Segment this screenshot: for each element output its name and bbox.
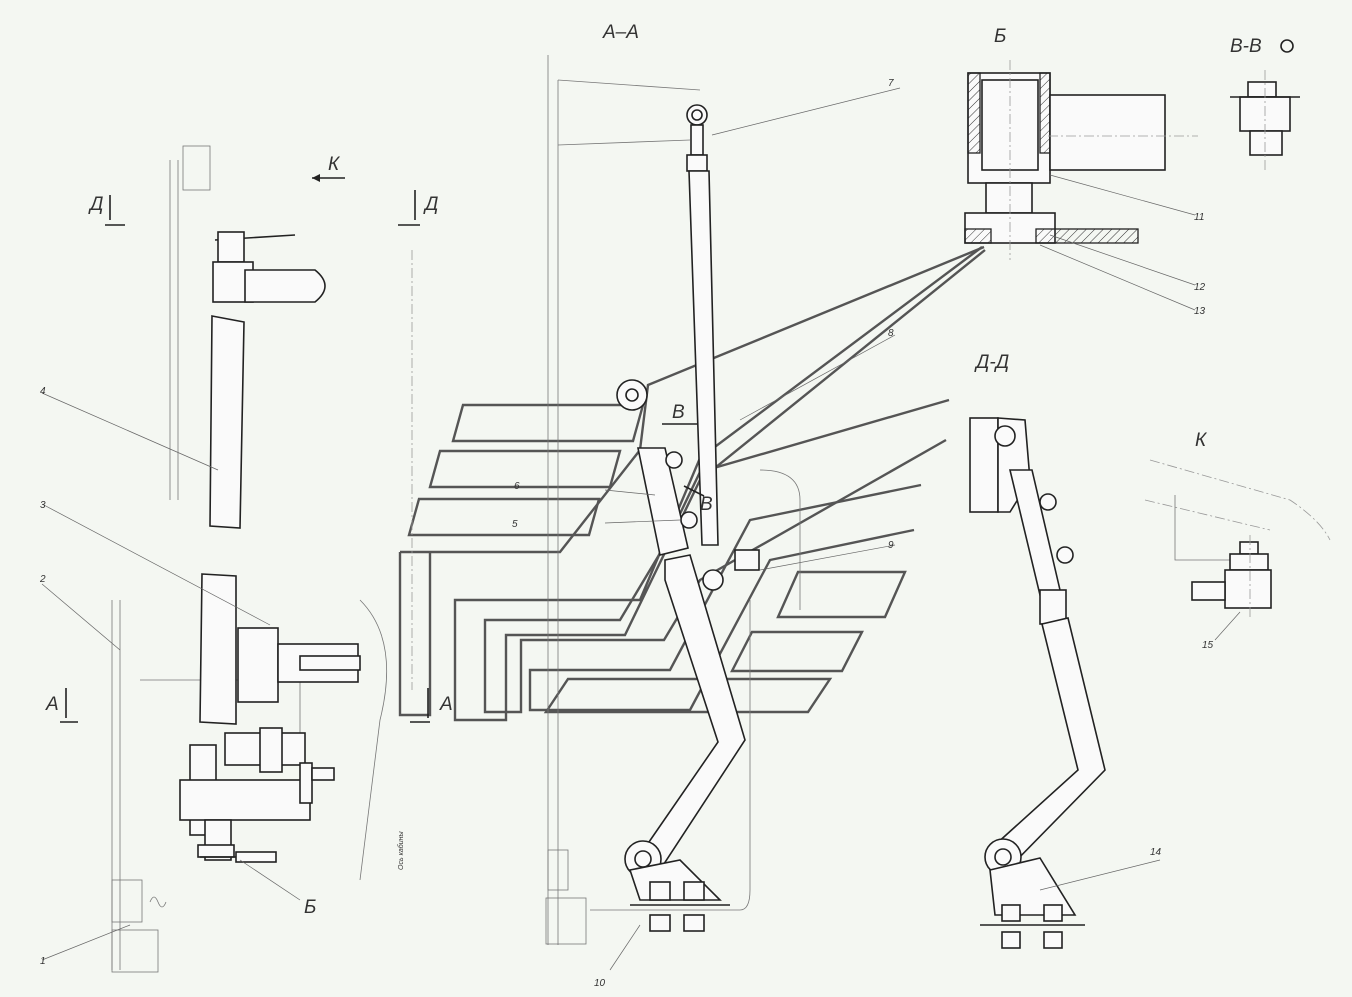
pos-14: 14 [1150, 847, 1162, 858]
marker-d-right: Д [423, 194, 438, 215]
marker-b-ref: Б [304, 897, 316, 918]
pos-15: 15 [1202, 640, 1214, 651]
pos-6: 6 [514, 481, 520, 492]
main-view-left [41, 145, 430, 973]
pos-4: 4 [40, 386, 46, 397]
pos-11: 11 [1194, 212, 1204, 223]
view-title-aa: А–А [602, 22, 639, 43]
view-title-vv: В-В [1230, 36, 1262, 57]
marker-v-top: В [672, 402, 685, 423]
cabin-axis-note: Ось кабины [397, 831, 405, 870]
section-view-vv [1230, 39, 1300, 170]
view-title-dd: Д-Д [974, 352, 1009, 373]
pos-9: 9 [888, 540, 894, 551]
detail-view-k [1144, 459, 1331, 641]
pos-5: 5 [512, 519, 518, 530]
pos-13: 13 [1194, 306, 1206, 317]
view-title-b: Б [994, 26, 1006, 47]
pos-3: 3 [40, 500, 46, 511]
view-titles: А–А Б В-В Д-Д К [602, 22, 1262, 451]
view-title-k: К [1195, 430, 1208, 451]
pos-1: 1 [40, 956, 46, 967]
pos-2: 2 [39, 574, 46, 585]
marker-v-bottom: В [700, 494, 713, 515]
marker-d-left: Д [88, 194, 103, 215]
detail-view-b [964, 60, 1198, 311]
marker-a-left: А [45, 694, 59, 715]
pos-7: 7 [888, 78, 894, 89]
pos-8: 8 [888, 328, 894, 339]
section-markers: К Д Д А А Б В В [45, 154, 713, 918]
pos-12: 12 [1194, 282, 1206, 293]
section-view-dd [969, 417, 1161, 949]
marker-a-right: А [439, 694, 453, 715]
marker-k: К [328, 154, 341, 175]
position-numbers: 1 2 3 4 5 6 7 8 9 10 11 12 13 14 15 [39, 78, 1214, 989]
pos-10: 10 [594, 978, 606, 989]
section-view-aa [545, 55, 901, 971]
